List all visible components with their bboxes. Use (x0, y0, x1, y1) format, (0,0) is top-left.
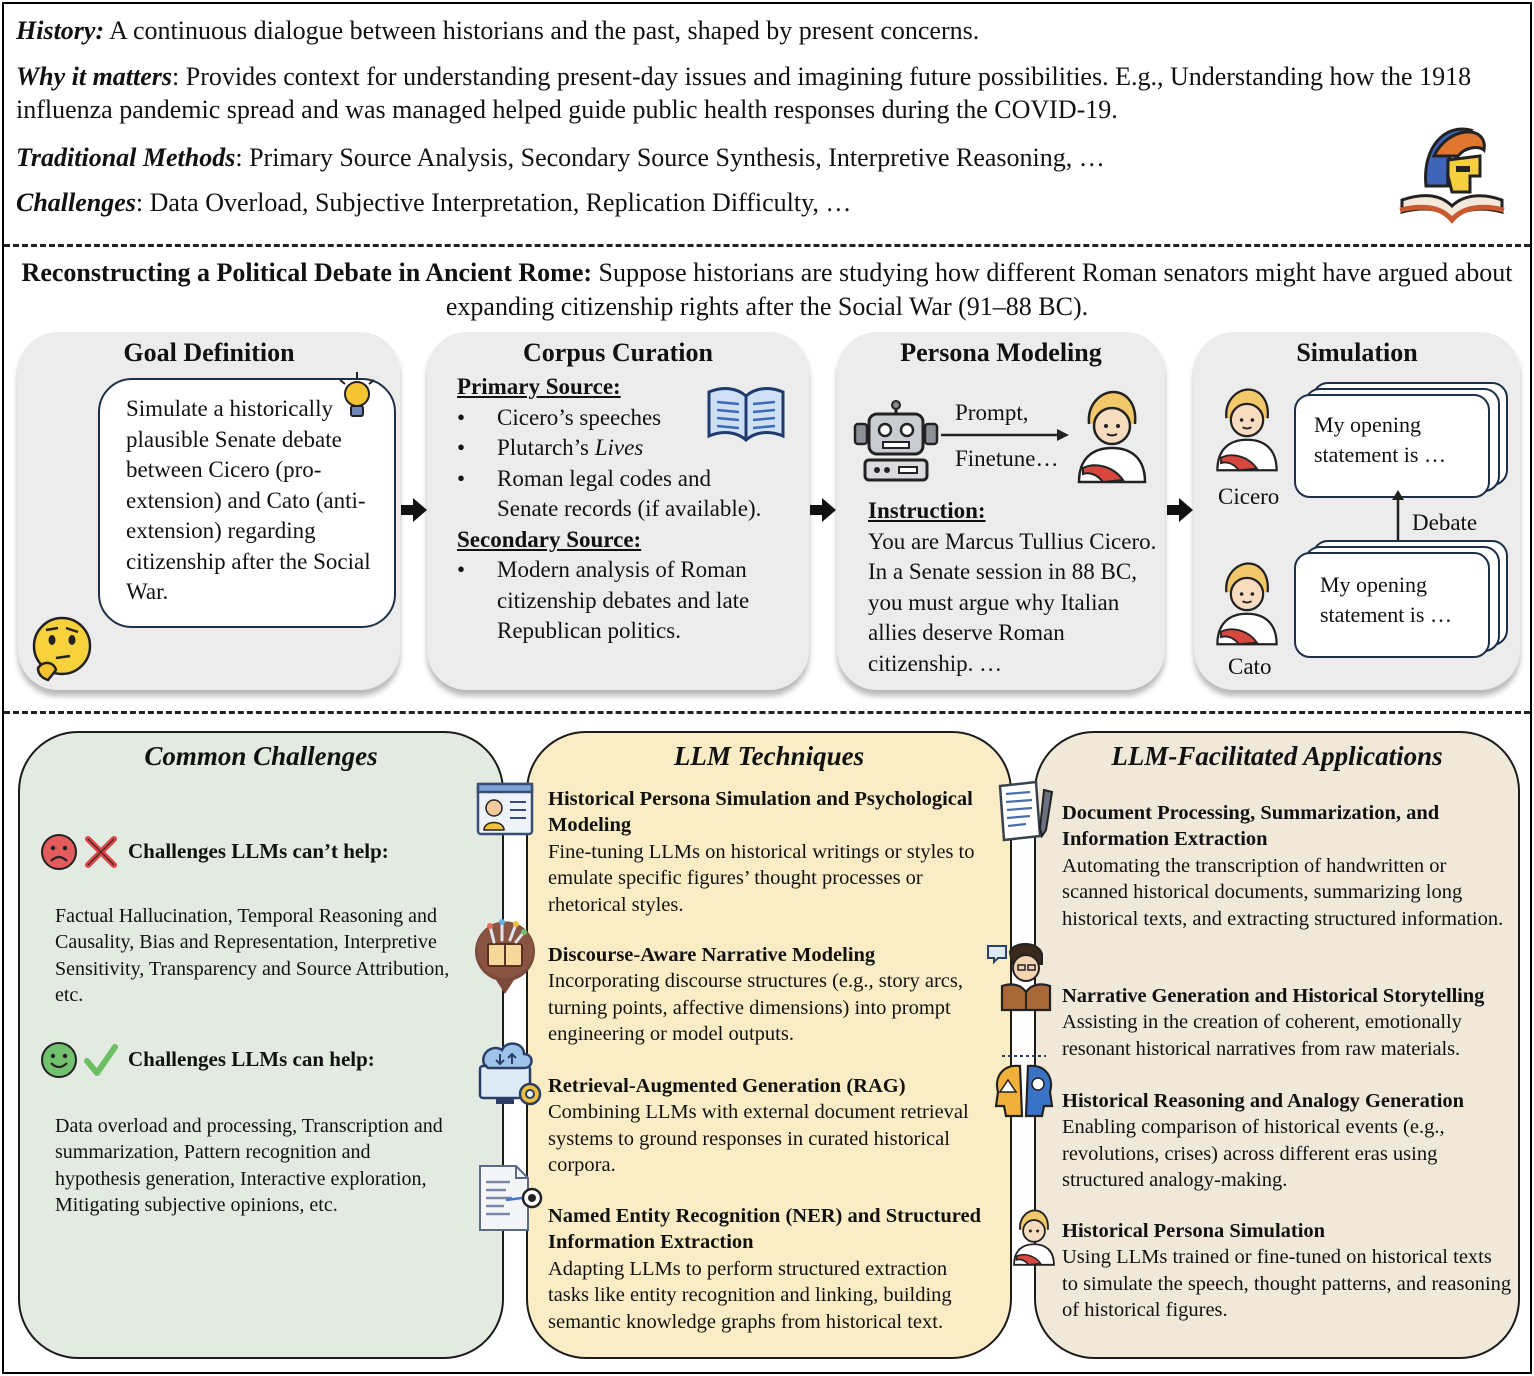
primary-source-item: Plutarch’s Lives (457, 433, 802, 464)
check-mark-icon (84, 1044, 118, 1076)
speaker-cato-label: Cato (1228, 654, 1272, 679)
cross-mark-icon (85, 836, 117, 868)
happy-face-icon (41, 1042, 77, 1078)
llm-applications-title: LLM-Facilitated Applications (1111, 741, 1443, 771)
challenges-line: Challenges: Data Overload, Subjective In… (16, 188, 852, 217)
statement-text-cicero: My opening statement is … (1314, 412, 1446, 467)
persona-profile-icon (476, 782, 534, 836)
primary-source-item: Cicero’s speeches (457, 403, 802, 434)
section-divider-1 (4, 244, 1530, 247)
instruction-heading: Instruction: (868, 498, 986, 523)
can-help-text: Data overload and processing, Transcript… (55, 1115, 443, 1217)
goal-definition-stage: Goal Definition Simulate a historically … (18, 332, 400, 690)
traditional-methods: Traditional Methods: Primary Source Anal… (16, 143, 1105, 172)
simulation-stage: Simulation Cicero My opening statement i… (1194, 332, 1520, 690)
cato-avatar-icon (1216, 562, 1278, 646)
reader-with-book-icon (987, 943, 1052, 1012)
statement-text-cato: My opening statement is … (1320, 572, 1452, 627)
roman-senator-avatar-icon (1077, 390, 1147, 484)
secondary-source-item: Modern analysis of Roman citizenship deb… (457, 555, 792, 647)
cant-help-text: Factual Hallucination, Temporal Reasonin… (55, 905, 450, 1007)
application-item: Narrative Generation and Historical Stor… (1062, 985, 1485, 1060)
history-definition: History: A continuous dialogue between h… (16, 16, 980, 45)
secondary-source-heading: Secondary Source: (457, 526, 642, 552)
corpus-curation-title: Corpus Curation (523, 338, 713, 367)
application-item: Historical Reasoning and Analogy Generat… (1062, 1090, 1465, 1192)
reasoning-heads-icon (994, 1055, 1054, 1118)
llm-techniques-title: LLM Techniques (673, 741, 865, 771)
debate-label: Debate (1412, 510, 1478, 535)
goal-definition-title: Goal Definition (123, 338, 295, 367)
instruction-text: You are Marcus Tullius Cicero. In a Sena… (868, 528, 1157, 676)
sad-face-icon (41, 834, 77, 870)
corpus-sources: Primary Source: Cicero’s speeches Plutar… (457, 372, 802, 647)
primary-source-item: Roman legal codes and Senate records (if… (457, 464, 767, 525)
why-it-matters: Why it matters: Provides context for und… (16, 62, 1472, 124)
arrow-right-icon (401, 498, 427, 522)
llm-applications-panel: LLM-Facilitated Applications Document Pr… (1034, 731, 1520, 1359)
technique-item: Retrieval-Augmented Generation (RAG)Comb… (548, 1075, 969, 1177)
speaker-cicero-label: Cicero (1218, 484, 1280, 509)
common-challenges-panel: Common Challenges Challenges LLMs can’t … (18, 731, 504, 1359)
narrative-book-icon (475, 919, 535, 994)
common-challenges-title: Common Challenges (144, 741, 378, 771)
prompt-label: Prompt, (955, 400, 1029, 425)
arrow-right-icon (1167, 498, 1193, 522)
technique-item: Historical Persona Simulation and Psycho… (548, 788, 975, 916)
corpus-curation-stage: Corpus Curation Primary Source: Cicero’s… (427, 332, 809, 690)
persona-modeling-stage: Persona Modeling Prompt, Finetune… Instr… (837, 332, 1165, 690)
llm-techniques-panel: LLM Techniques Historical Persona Simula… (526, 731, 1012, 1359)
open-book-icon (707, 387, 785, 442)
simulation-title: Simulation (1296, 338, 1418, 367)
goal-text: Simulate a historically plausible Senate… (126, 396, 371, 604)
cant-help-heading: Challenges LLMs can’t help: (128, 839, 389, 863)
document-extraction-icon (479, 1165, 543, 1231)
section-divider-2 (4, 711, 1530, 714)
primary-source-heading: Primary Source: (457, 374, 621, 399)
arrow-line-icon (941, 429, 1069, 441)
persona-modeling-title: Persona Modeling (900, 338, 1102, 367)
robot-icon (853, 400, 939, 482)
can-help-heading: Challenges LLMs can help: (128, 1047, 375, 1071)
historian-helmet-book-icon (1399, 127, 1505, 224)
cicero-avatar-icon (1216, 388, 1278, 472)
goal-speech-bubble: Simulate a historically plausible Senate… (98, 378, 396, 628)
document-pen-icon (998, 780, 1054, 842)
scenario-description: Reconstructing a Political Debate in Anc… (21, 258, 1513, 321)
lightbulb-icon (339, 372, 375, 417)
thinking-face-icon (32, 616, 92, 682)
application-item: Document Processing, Summarization, and … (1062, 802, 1504, 930)
retrieval-cloud-computer-icon (478, 1042, 542, 1106)
statement-card-cato: My opening statement is … (1294, 552, 1490, 658)
statement-card-cicero: My opening statement is … (1294, 394, 1490, 498)
arrow-right-icon (810, 498, 836, 522)
finetune-label: Finetune… (955, 446, 1059, 471)
historical-persona-icon (1013, 1209, 1055, 1266)
technique-item: Named Entity Recognition (NER) and Struc… (548, 1205, 981, 1333)
instruction-block: Instruction: You are Marcus Tullius Cice… (868, 496, 1158, 679)
